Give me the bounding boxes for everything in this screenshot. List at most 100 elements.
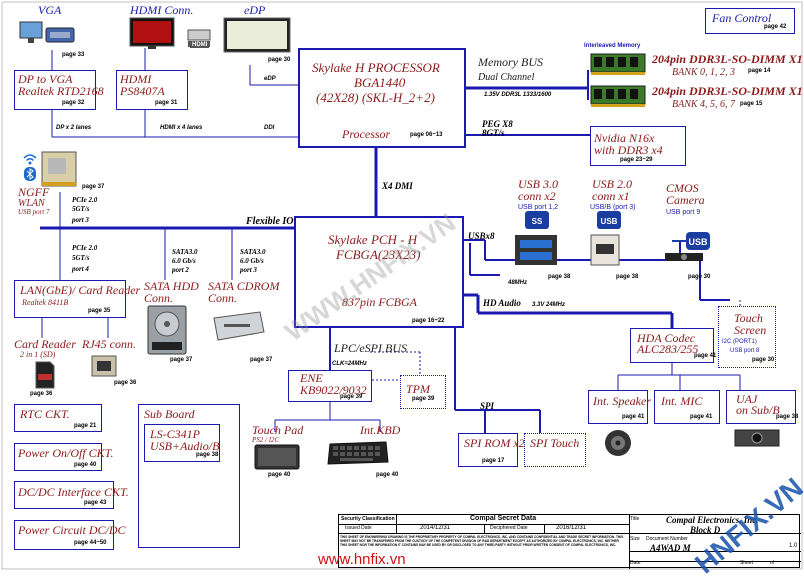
dp-to-vga-page: page 32: [62, 100, 85, 106]
peg-speed-label: 8GT/s: [482, 128, 505, 138]
touch-screen-page: page 30: [752, 357, 775, 363]
sata-hdd-title: SATA HDD: [144, 279, 199, 293]
camera-icon: [664, 250, 704, 269]
tb-model: A4WAD M: [650, 543, 691, 553]
ddr-speed-label: 1.35V DDR3L 1333/1600: [484, 92, 552, 98]
sub-board-title: Sub Board: [144, 407, 195, 421]
int-mic-block: [654, 390, 720, 424]
ngff-speed: 5GT/s: [72, 205, 90, 213]
pch-pin: 837pin FCBGA: [342, 295, 417, 309]
vga-monitor-icon: [18, 20, 78, 59]
watermark-url[interactable]: www.hnfix.vn: [318, 551, 406, 568]
gpu-page: page 23~29: [620, 157, 653, 163]
lan-pcie: PCIe 2.0: [72, 244, 98, 252]
gpu-memory: with DDR3 x4: [594, 143, 663, 157]
edp-page: page 30: [268, 57, 291, 63]
sata-hdd-page: page 37: [170, 357, 193, 363]
hdmi-conn-label: HDMI Conn.: [130, 3, 194, 17]
dcdc-interface-title: DC/DC Interface CKT.: [18, 485, 129, 499]
dp-lanes-label: DP x 2 lanes: [56, 125, 92, 131]
vga-page: page 33: [62, 52, 85, 58]
optical-drive-icon: [210, 308, 266, 349]
touchpad-icon: [254, 444, 300, 475]
gpu-block: [590, 126, 686, 166]
hdmi-plug-icon: [186, 28, 212, 53]
ngff-page: page 37: [82, 184, 105, 190]
edp-label: eDP: [244, 3, 266, 17]
hdd-icon: [146, 304, 188, 361]
flexible-io-label: Flexible IO: [246, 216, 294, 227]
touch-screen-title: Touch: [734, 311, 763, 325]
dimm-icon-1: [590, 52, 646, 81]
rj45-title: RJ45 conn.: [82, 337, 136, 351]
dual-channel-label: Dual Channel: [478, 72, 535, 83]
power-onoff-title: Power On/Off CKT.: [18, 446, 114, 460]
lan-card-reader-block: [14, 280, 126, 318]
sata-cd-conn: Conn.: [208, 291, 238, 305]
usb3-port-icon: [514, 234, 558, 271]
hdmi-chip: PS8407A: [120, 84, 165, 98]
sata-cd-title: SATA CDROM: [208, 279, 280, 293]
keyboard-icon: [326, 440, 390, 471]
cpu-title: Skylake H PROCESSOR: [312, 60, 440, 75]
cpu-package: BGA1440: [354, 75, 406, 90]
dimm2-page: page 15: [740, 101, 763, 107]
dp-to-vga-block: [14, 70, 96, 110]
uaj-location: on Sub/B: [736, 403, 780, 417]
cpu-processor-label: Processor: [342, 127, 391, 141]
ngff-wlan: WLAN: [18, 198, 45, 209]
hdmi-block: [116, 70, 188, 110]
spi-rom-page: page 17: [482, 458, 505, 464]
peg-label: PEG X8: [482, 119, 513, 129]
touch-screen-sub: Screen: [734, 323, 767, 337]
dimm1-page: page 14: [748, 68, 771, 74]
cmos-title: CMOS: [666, 181, 699, 195]
tpm-title: TPM: [406, 382, 430, 396]
usb-x8-label: USBx8: [468, 231, 495, 241]
dimm2-title: 204pin DDR3L-SO-DIMM X1: [652, 84, 803, 98]
cpu-size: (42X28) (SKL-H_2+2): [316, 90, 435, 105]
dp-to-vga-chip: Realtek RTD2168: [18, 84, 104, 98]
touch-screen-block: [718, 306, 776, 368]
kbd-title: Int.KBD: [360, 423, 401, 437]
usb3-page: page 38: [548, 274, 571, 280]
fan-control-block: [705, 8, 795, 34]
ene-title: ENE: [300, 371, 323, 385]
ngff-usb-port: USB port 7: [18, 208, 50, 216]
sata-hdd-speed1: SATA3.0: [172, 248, 198, 256]
spi-rom-block: [458, 433, 518, 467]
int-speaker-page: page 41: [622, 414, 645, 420]
dcdc-interface-block: [14, 481, 114, 509]
hdmi-page: page 31: [155, 100, 178, 106]
edp-bus-label: eDP: [264, 76, 276, 82]
pch-package: FCBGA(23X23): [336, 247, 421, 262]
ddi-label: DDI: [264, 125, 275, 131]
hdmi-title: HDMI: [120, 72, 152, 86]
sata-hdd-speed2: 6.0 Gb/s: [172, 257, 196, 265]
touch-screen-usb: USB port 8: [730, 348, 760, 354]
fan-control-page: page 42: [764, 24, 787, 30]
usb2-conn: conn x1: [592, 189, 630, 203]
usb2-port-icon: [590, 234, 620, 271]
tb-docnum-label: Document Number: [646, 536, 688, 542]
power-circuit-page: page 44~50: [74, 540, 107, 546]
rtc-page: page 21: [74, 423, 97, 429]
dp-to-vga-title: DP to VGA: [18, 72, 73, 86]
tb-deciphered-date: 2016/12/31: [556, 525, 587, 531]
ngff-card-icon: [40, 150, 80, 195]
hda-codec-page: page 41: [694, 353, 717, 359]
power-onoff-page: page 40: [74, 462, 97, 468]
rj45-page: page 36: [114, 380, 137, 386]
lpc-clk-label: CLK=24MHz: [332, 361, 367, 367]
sub-board-desc: USB+Audio/B: [150, 439, 220, 453]
dmi-label: X4 DMI: [382, 181, 413, 191]
uaj-title: UAJ: [736, 392, 758, 406]
tb-doc-title: Block D: [690, 525, 721, 535]
spi-label: SPI: [480, 401, 495, 411]
touchpad-title: Touch Pad: [252, 423, 304, 437]
title-block: [338, 514, 801, 569]
ene-page: page 39: [340, 394, 363, 400]
sata-hdd-port: port 2: [172, 266, 189, 274]
hd-audio-speed: 3.3V 24MHz: [532, 302, 566, 308]
tpm-block: [400, 375, 446, 409]
